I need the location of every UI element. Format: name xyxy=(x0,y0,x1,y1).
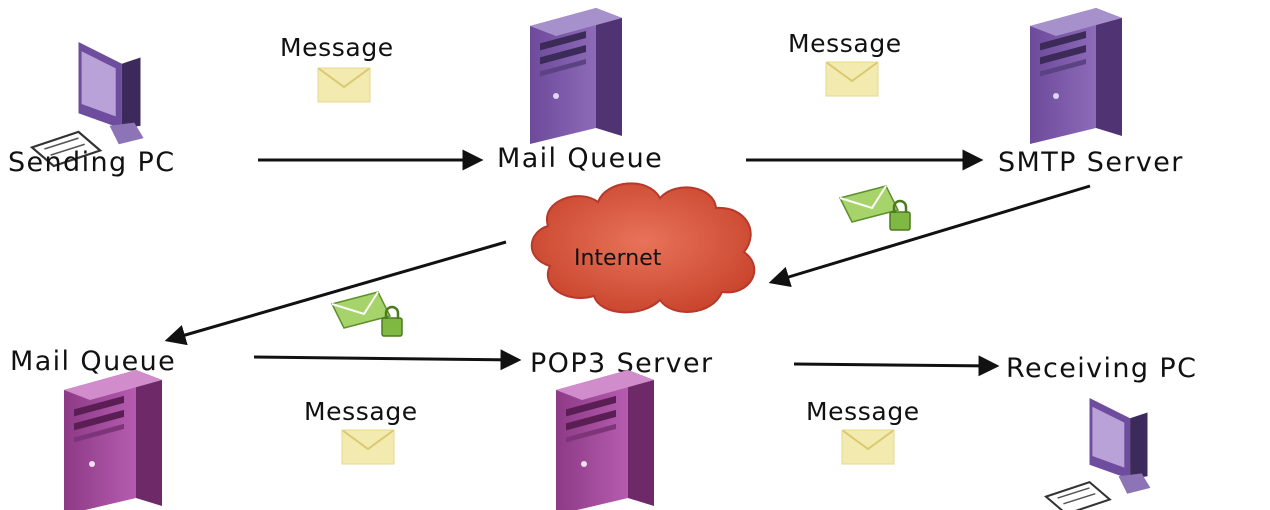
message-label-1: Message xyxy=(280,33,394,62)
internet-label: Internet xyxy=(574,246,662,271)
sending-pc-label: Sending PC xyxy=(8,147,175,178)
receiving-pc-icon xyxy=(1044,396,1152,510)
arrow-mail-queue-to-pop3 xyxy=(253,349,522,371)
message-label-3: Message xyxy=(304,397,418,426)
encrypted-envelope-icon-1 xyxy=(838,184,912,232)
arrow-pop3-to-receiving-pc xyxy=(793,355,1000,377)
encrypted-envelope-icon-2 xyxy=(330,290,404,338)
mail-queue-bottom-label: Mail Queue xyxy=(10,346,176,377)
envelope-icon-3 xyxy=(341,429,395,465)
message-label-2: Message xyxy=(788,29,902,58)
internet-cloud-icon xyxy=(530,182,756,314)
receiving-pc-label: Receiving PC xyxy=(1006,353,1197,384)
arrow-smtp-to-internet xyxy=(768,184,1091,287)
mail-queue-top-label: Mail Queue xyxy=(497,143,663,174)
mail-queue-top-server-icon xyxy=(530,8,622,144)
smtp-server-icon xyxy=(1030,8,1122,144)
pop3-server-icon xyxy=(556,370,654,510)
arrow-internet-to-mail-queue xyxy=(164,240,507,346)
mail-queue-bottom-server-icon xyxy=(64,370,162,510)
smtp-server-label: SMTP Server xyxy=(998,147,1184,178)
message-label-4: Message xyxy=(806,397,920,426)
envelope-icon-1 xyxy=(317,67,371,103)
envelope-icon-2 xyxy=(825,61,879,97)
envelope-icon-4 xyxy=(841,429,895,465)
